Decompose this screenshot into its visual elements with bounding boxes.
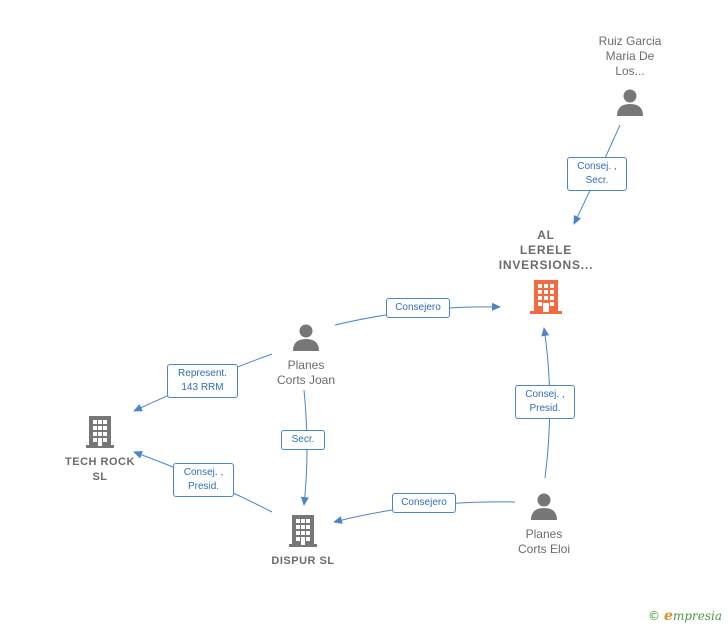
building-icon bbox=[289, 515, 317, 547]
node-label: Planes Corts Eloi bbox=[517, 527, 570, 556]
building-icon bbox=[530, 280, 562, 314]
edge-label-dispur-tech[interactable]: Consej. , Presid. bbox=[173, 463, 234, 497]
node-label: Planes Corts Joan bbox=[276, 358, 336, 387]
edge-label-joan-dispur[interactable]: Secr. bbox=[281, 430, 325, 450]
node-label: DISPUR SL bbox=[271, 555, 335, 567]
person-icon bbox=[293, 324, 319, 351]
edge-label-eloi-dispur[interactable]: Consejero bbox=[392, 493, 456, 513]
node-planes-corts-joan[interactable]: Planes Corts Joan bbox=[258, 322, 354, 388]
copyright-icon: © bbox=[648, 609, 661, 623]
edge-label-eloi-al[interactable]: Consej. , Presid. bbox=[515, 385, 575, 419]
building-icon bbox=[86, 416, 114, 448]
node-ruiz-garcia[interactable]: Ruiz Garcia Maria De Los... bbox=[582, 34, 678, 117]
person-icon bbox=[617, 89, 643, 116]
edge-label-joan-tech[interactable]: Represent. 143 RRM bbox=[167, 364, 238, 398]
node-planes-corts-eloi[interactable]: Planes Corts Eloi bbox=[496, 491, 592, 557]
node-label: TECH ROCK SL bbox=[65, 456, 135, 483]
node-label: Ruiz Garcia Maria De Los... bbox=[598, 34, 662, 78]
node-dispur[interactable]: DISPUR SL bbox=[258, 514, 348, 569]
node-al-lerele[interactable]: AL LERELE INVERSIONS... bbox=[490, 228, 602, 315]
edge-label-ruiz-al[interactable]: Consej. , Secr. bbox=[567, 157, 627, 191]
brand-logo-letter: e bbox=[664, 608, 673, 624]
person-icon bbox=[531, 493, 557, 520]
node-tech-rock[interactable]: TECH ROCK SL bbox=[55, 415, 145, 485]
node-label: AL LERELE INVERSIONS... bbox=[498, 228, 594, 272]
brand-footer: ©empresia bbox=[648, 608, 722, 624]
edge-label-joan-al[interactable]: Consejero bbox=[386, 298, 450, 318]
brand-logo-text: mpresia bbox=[672, 609, 722, 623]
